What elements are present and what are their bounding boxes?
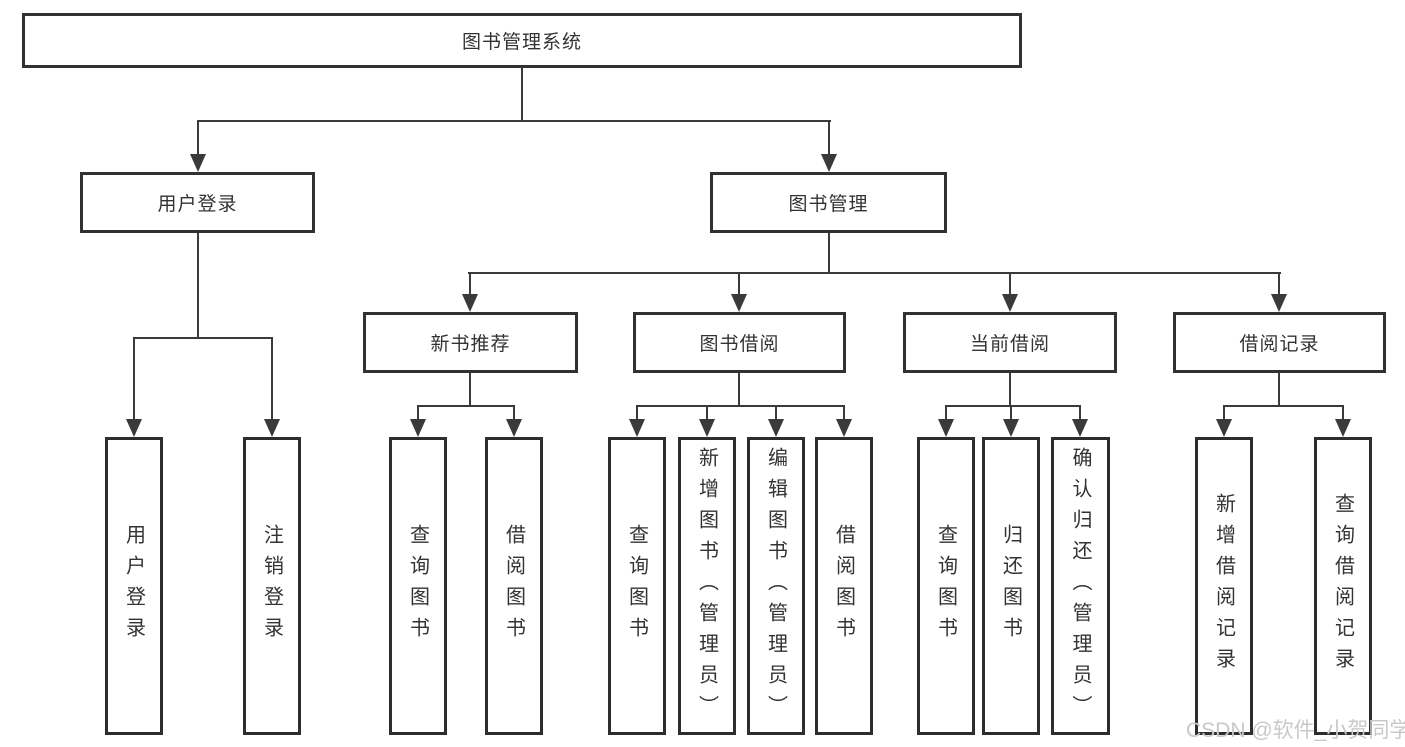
leaf-borrow-books-2: 借阅图书 bbox=[815, 437, 873, 735]
connector-line bbox=[775, 405, 777, 421]
leaf-query-books-3-label: 查询图书 bbox=[934, 524, 957, 648]
node-new-book-recommend: 新书推荐 bbox=[363, 312, 578, 373]
connector-line bbox=[1223, 405, 1344, 407]
leaf-borrow-books-1: 借阅图书 bbox=[485, 437, 543, 735]
connector-line bbox=[828, 233, 830, 274]
connector-line bbox=[1010, 405, 1012, 421]
arrow-down-icon bbox=[1271, 294, 1287, 312]
arrow-down-icon bbox=[1002, 294, 1018, 312]
leaf-return-book: 归还图书 bbox=[982, 437, 1040, 735]
node-user-login: 用户登录 bbox=[80, 172, 315, 233]
connector-line bbox=[738, 272, 740, 296]
connector-line bbox=[521, 68, 523, 122]
leaf-borrow-books-2-label: 借阅图书 bbox=[832, 524, 855, 648]
arrow-down-icon bbox=[821, 154, 837, 172]
leaf-user-login: 用户登录 bbox=[105, 437, 163, 735]
leaf-query-books-1: 查询图书 bbox=[389, 437, 447, 735]
connector-line bbox=[1278, 373, 1280, 407]
connector-line bbox=[417, 405, 419, 421]
connector-line bbox=[945, 405, 947, 421]
arrow-down-icon bbox=[768, 419, 784, 437]
node-book-borrow: 图书借阅 bbox=[633, 312, 846, 373]
node-current-borrow-label: 当前借阅 bbox=[969, 334, 1050, 355]
connector-line bbox=[706, 405, 708, 421]
connector-line bbox=[738, 373, 740, 407]
arrow-down-icon bbox=[506, 419, 522, 437]
connector-line bbox=[1009, 272, 1011, 296]
leaf-add-borrow-record-label: 新增借阅记录 bbox=[1212, 493, 1235, 679]
connector-line bbox=[133, 337, 273, 339]
leaf-confirm-return-admin-label: 确认归还（管理员） bbox=[1069, 446, 1091, 726]
leaf-user-login-label: 用户登录 bbox=[122, 524, 145, 648]
leaf-add-book-admin-label: 新增图书（管理员） bbox=[695, 446, 718, 726]
node-current-borrow: 当前借阅 bbox=[903, 312, 1117, 373]
connector-line bbox=[469, 272, 471, 296]
connector-line bbox=[843, 405, 845, 421]
connector-line bbox=[1278, 272, 1280, 296]
node-root-label: 图书管理系统 bbox=[461, 32, 582, 53]
leaf-query-borrow-record: 查询借阅记录 bbox=[1314, 437, 1372, 735]
leaf-logout: 注销登录 bbox=[243, 437, 301, 735]
arrow-down-icon bbox=[699, 419, 715, 437]
connector-line bbox=[636, 405, 638, 421]
arrow-down-icon bbox=[938, 419, 954, 437]
arrow-down-icon bbox=[1003, 419, 1019, 437]
arrow-down-icon bbox=[1335, 419, 1351, 437]
node-book-borrow-label: 图书借阅 bbox=[699, 334, 780, 355]
connector-line bbox=[133, 337, 135, 421]
arrow-down-icon bbox=[264, 419, 280, 437]
connector-line bbox=[271, 337, 273, 421]
connector-line bbox=[468, 272, 1281, 274]
connector-line bbox=[636, 405, 845, 407]
leaf-query-books-2-label: 查询图书 bbox=[625, 524, 648, 648]
connector-line bbox=[513, 405, 515, 421]
arrow-down-icon bbox=[731, 294, 747, 312]
node-root: 图书管理系统 bbox=[22, 13, 1022, 68]
leaf-edit-book-admin: 编辑图书（管理员） bbox=[747, 437, 805, 735]
node-book-mgmt-label: 图书管理 bbox=[788, 194, 869, 215]
csdn-watermark: CSDN @软件_小贺同学 bbox=[1186, 719, 1405, 742]
arrow-down-icon bbox=[1216, 419, 1232, 437]
leaf-add-borrow-record: 新增借阅记录 bbox=[1195, 437, 1253, 735]
arrow-down-icon bbox=[836, 419, 852, 437]
connector-line bbox=[1342, 405, 1344, 421]
connector-line bbox=[1009, 373, 1011, 407]
connector-line bbox=[197, 233, 199, 339]
node-new-book-recommend-label: 新书推荐 bbox=[430, 334, 511, 355]
connector-line bbox=[1079, 405, 1081, 421]
connector-line bbox=[1223, 405, 1225, 421]
connector-line bbox=[945, 405, 1081, 407]
leaf-query-books-3: 查询图书 bbox=[917, 437, 975, 735]
connector-line bbox=[469, 373, 471, 407]
arrow-down-icon bbox=[462, 294, 478, 312]
leaf-add-book-admin: 新增图书（管理员） bbox=[678, 437, 736, 735]
connector-line bbox=[828, 120, 830, 158]
arrow-down-icon bbox=[126, 419, 142, 437]
connector-line bbox=[197, 120, 199, 158]
node-borrow-records: 借阅记录 bbox=[1173, 312, 1386, 373]
node-user-login-label: 用户登录 bbox=[157, 194, 238, 215]
leaf-query-borrow-record-label: 查询借阅记录 bbox=[1331, 493, 1354, 679]
leaf-query-books-2: 查询图书 bbox=[608, 437, 666, 735]
arrow-down-icon bbox=[629, 419, 645, 437]
arrow-down-icon bbox=[1072, 419, 1088, 437]
node-book-mgmt: 图书管理 bbox=[710, 172, 947, 233]
leaf-logout-label: 注销登录 bbox=[260, 524, 283, 648]
connector-line bbox=[417, 405, 515, 407]
leaf-borrow-books-1-label: 借阅图书 bbox=[502, 524, 525, 648]
node-borrow-records-label: 借阅记录 bbox=[1239, 334, 1320, 355]
arrow-down-icon bbox=[410, 419, 426, 437]
leaf-query-books-1-label: 查询图书 bbox=[406, 524, 429, 648]
leaf-return-book-label: 归还图书 bbox=[999, 524, 1022, 648]
leaf-confirm-return-admin: 确认归还（管理员） bbox=[1051, 437, 1110, 735]
connector-line bbox=[197, 120, 831, 122]
leaf-edit-book-admin-label: 编辑图书（管理员） bbox=[764, 446, 787, 726]
arrow-down-icon bbox=[190, 154, 206, 172]
